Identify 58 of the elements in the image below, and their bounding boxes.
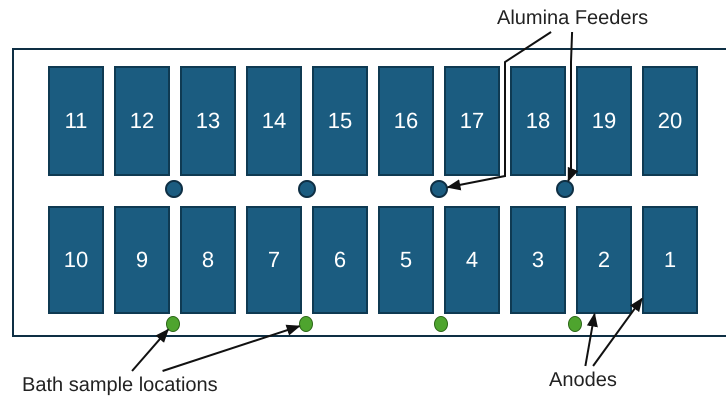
anode-block [312, 66, 368, 176]
anode-block [510, 66, 566, 176]
anode-number: 3 [532, 247, 544, 273]
anode-number: 14 [262, 108, 286, 134]
anode-block [378, 66, 434, 176]
anode-number: 10 [64, 247, 88, 273]
anode-block [246, 66, 302, 176]
anode-number: 17 [460, 108, 484, 134]
sample-marker [434, 316, 448, 332]
sample-marker [568, 316, 582, 332]
anode-number: 4 [466, 247, 478, 273]
feeder-marker [298, 180, 316, 198]
anode-block [576, 66, 632, 176]
anode-block [246, 206, 302, 314]
anode-number: 20 [658, 108, 682, 134]
anode-block [180, 66, 236, 176]
feeder-marker [556, 180, 574, 198]
anode-block [510, 206, 566, 314]
anode-block [114, 206, 170, 314]
anode-number: 1 [664, 247, 676, 273]
arrow [584, 312, 598, 366]
anode-number: 9 [136, 247, 148, 273]
anode-number: 15 [328, 108, 352, 134]
anode-block [642, 206, 698, 314]
anode-number: 11 [64, 108, 88, 134]
cell-outline [12, 48, 726, 337]
arrow [592, 297, 643, 367]
callout-label: Bath sample locations [22, 373, 218, 397]
arrow [131, 328, 169, 372]
feeder-marker [165, 180, 183, 198]
anode-number: 13 [196, 108, 220, 134]
anode-block [378, 206, 434, 314]
sample-marker [299, 316, 313, 332]
anode-block [642, 66, 698, 176]
feeder-marker [430, 180, 448, 198]
callout-label: Anodes [549, 368, 617, 392]
anode-number: 6 [334, 247, 346, 273]
anode-number: 2 [598, 247, 610, 273]
arrow [446, 31, 552, 190]
anode-number: 18 [526, 108, 550, 134]
anode-block [114, 66, 170, 176]
anode-block [48, 206, 104, 314]
anode-number: 7 [268, 247, 280, 273]
anode-block [444, 66, 500, 176]
anode-block [180, 206, 236, 314]
anode-number: 16 [394, 108, 418, 134]
anode-number: 19 [592, 108, 616, 134]
anode-number: 8 [202, 247, 214, 273]
callout-label: Alumina Feeders [497, 6, 648, 30]
anode-block [312, 206, 368, 314]
arrow [162, 324, 301, 372]
sample-marker [166, 316, 180, 332]
anode-block [576, 206, 632, 314]
arrow [567, 32, 578, 182]
anode-number: 12 [130, 108, 154, 134]
anode-block [48, 66, 104, 176]
anode-block [444, 206, 500, 314]
anode-number: 5 [400, 247, 412, 273]
